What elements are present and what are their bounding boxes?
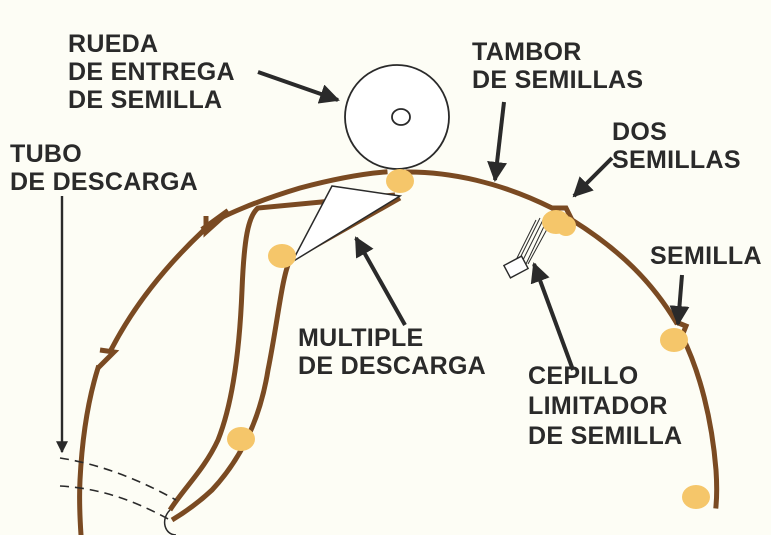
seed-bottom-right xyxy=(682,485,710,509)
label-tambor-line1: TAMBOR xyxy=(472,38,582,66)
discharge-manifold xyxy=(167,192,402,523)
seed-drum xyxy=(77,169,720,535)
drum-segment-left-upper xyxy=(108,226,208,352)
label-tambor-line2: DE SEMILLAS xyxy=(472,66,644,94)
arrow-dos-semillas xyxy=(572,156,614,198)
arrow-rueda xyxy=(257,70,340,104)
seed-manifold-lower xyxy=(227,427,255,451)
label-multiple-line2: DE DESCARGA xyxy=(298,352,487,380)
brush-bristle xyxy=(517,217,541,263)
seed-right xyxy=(660,328,688,352)
drum-segment-right-upper xyxy=(568,216,680,326)
arrow-multiple xyxy=(354,236,407,326)
seed-manifold-upper xyxy=(268,244,296,268)
pocket-left xyxy=(203,212,228,238)
label-dos-line2: SEMILLAS xyxy=(612,146,741,174)
label-rueda-line3: DE SEMILLA xyxy=(68,86,223,114)
drum-segment-top-right xyxy=(405,169,556,212)
arrow-cepillo xyxy=(530,262,575,371)
manifold-mouth xyxy=(290,185,403,265)
label-cepillo-line2: LIMITADOR xyxy=(528,392,668,420)
delivery-wheel xyxy=(344,64,450,170)
label-cepillo-line1: CEPILLO xyxy=(528,362,639,390)
drum-segment-left-lower xyxy=(77,364,102,535)
brush-holder xyxy=(502,255,530,279)
arrow-tambor xyxy=(487,101,507,182)
discharge-tube-dashed xyxy=(59,457,177,521)
label-cepillo-line3: DE SEMILLA xyxy=(528,422,683,450)
label-dos-line1: DOS xyxy=(612,118,668,146)
arrow-semilla xyxy=(669,274,690,326)
manifold-outlet xyxy=(163,509,177,535)
manifold-wall-inner xyxy=(170,195,402,523)
pocket-left-2 xyxy=(96,347,120,370)
drum-segment-right-lower xyxy=(678,332,720,509)
label-tubo-line2: DE DESCARGA xyxy=(10,168,199,196)
label-multiple-line1: MULTIPLE xyxy=(298,324,424,352)
label-tubo-line1: TUBO xyxy=(10,140,83,168)
seeds xyxy=(227,169,710,509)
seed-under-wheel xyxy=(386,169,414,193)
brush-bristle xyxy=(521,217,545,263)
label-rueda-line2: DE ENTREGA xyxy=(68,58,235,86)
pocket-right-1 xyxy=(552,205,575,222)
brush-bristle xyxy=(515,219,537,261)
discharge-tube-lower-edge xyxy=(59,485,171,521)
leader-arrows xyxy=(257,70,690,371)
discharge-tube-upper-edge xyxy=(59,457,177,501)
manifold-wall-outer xyxy=(167,192,396,512)
label-semilla: SEMILLA xyxy=(650,242,762,270)
label-rueda-line1: RUEDA xyxy=(68,30,159,58)
seed-pair-b xyxy=(556,216,576,236)
delivery-wheel-hub xyxy=(391,108,411,126)
